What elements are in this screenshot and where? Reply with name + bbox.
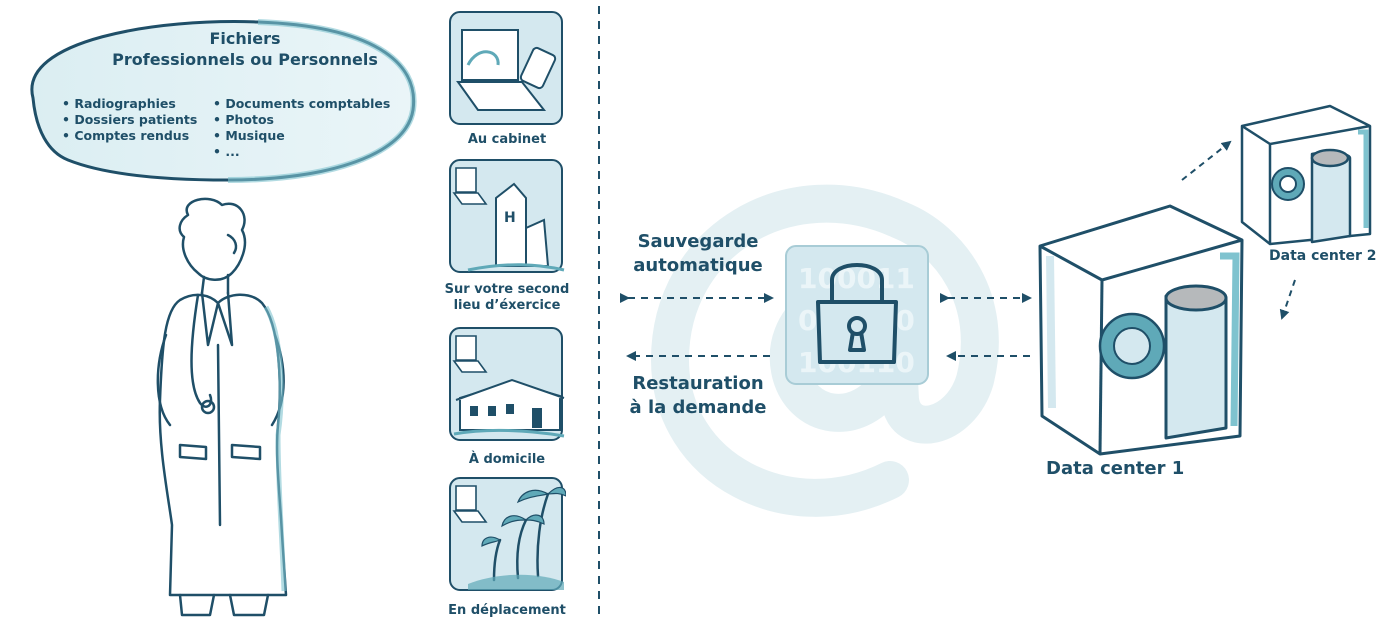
laptop-house-icon — [449, 327, 565, 441]
speech-bubble — [30, 19, 417, 183]
location-label-travel: En déplacement — [448, 603, 566, 618]
laptop-hospital-icon: H — [449, 159, 565, 273]
list-item: • Dossiers patients — [62, 112, 198, 127]
bubble-list-left: • Radiographies • Dossiers patients • Co… — [62, 96, 197, 144]
flow-arrows — [620, 293, 1032, 361]
location-label-line2: lieu d’éxercice — [453, 298, 561, 313]
datacenter-1-icon — [1038, 204, 1244, 456]
backup-label: Sauvegarde automatique — [618, 230, 778, 278]
bubble-list-right: • Documents comptables • Photos • Musiqu… — [213, 96, 390, 160]
datacenter-2-icon — [1240, 104, 1372, 246]
list-item: • Radiographies — [62, 96, 176, 111]
list-item: • Comptes rendus — [62, 128, 190, 143]
location-label-cabinet: Au cabinet — [467, 132, 547, 147]
laptop-stethoscope-icon — [449, 11, 563, 125]
location-label-second-site: Sur votre second lieu d’éxercice — [422, 282, 592, 314]
restore-label: Restauration à la demande — [618, 372, 778, 420]
location-label-home: À domicile — [468, 452, 546, 467]
list-item: • Documents comptables — [213, 96, 391, 111]
list-item: • Photos — [213, 112, 274, 127]
bubble-title-line2: Professionnels ou Personnels — [112, 50, 378, 69]
backup-label-line1: Sauvegarde — [637, 231, 759, 252]
laptop-palm-trees-icon — [449, 477, 566, 591]
backup-label-line2: automatique — [633, 255, 763, 276]
binary-row: 100011 — [798, 262, 915, 295]
svg-text:H: H — [504, 210, 516, 226]
datacenter-1-label: Data center 1 — [1046, 458, 1185, 479]
bubble-title: Fichiers Professionnels ou Personnels — [95, 28, 395, 70]
padlock-icon: 100011 010110 100110 — [785, 245, 929, 385]
list-item: • Musique — [213, 128, 285, 143]
restore-label-line2: à la demande — [629, 397, 767, 418]
restore-label-line1: Restauration — [632, 373, 764, 394]
location-label-line1: Sur votre second — [444, 282, 570, 297]
doctor-figure-icon — [156, 197, 288, 617]
separator-dashed-line — [598, 6, 600, 621]
list-item: • ... — [213, 144, 240, 159]
dc-replication-arrows — [1181, 140, 1296, 320]
bubble-title-line1: Fichiers — [209, 29, 281, 48]
datacenter-2-label: Data center 2 — [1269, 248, 1377, 264]
